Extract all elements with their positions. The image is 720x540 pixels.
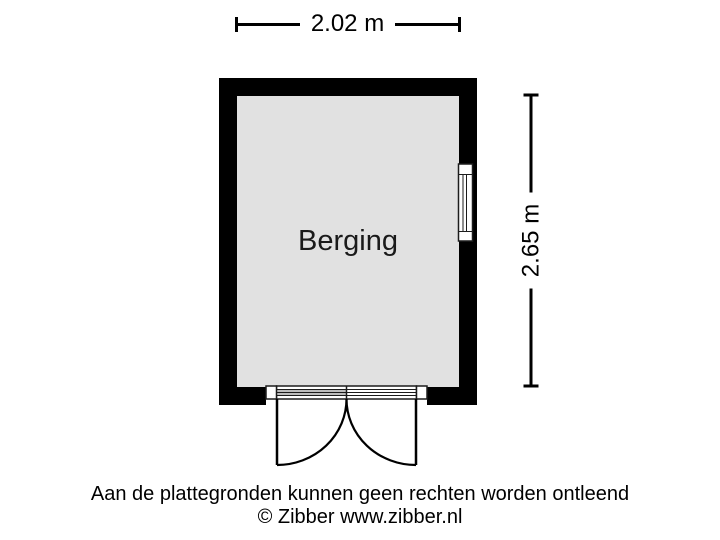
window-symbol — [457, 163, 474, 242]
door-swing-arc-left — [276, 398, 348, 467]
disclaimer-text: Aan de plattegronden kunnen geen rechten… — [90, 483, 630, 505]
door-jamb-right — [415, 385, 428, 400]
door-swing-arc-right — [345, 398, 417, 467]
door-jamb-left — [265, 385, 278, 400]
double-door-symbol — [265, 385, 428, 467]
height-dimension-label: 2.65 m — [514, 192, 548, 289]
room-floor — [237, 96, 459, 387]
copyright-text: © Zibber www.zibber.nl — [257, 506, 463, 528]
width-dimension-label: 2.02 m — [300, 10, 395, 38]
